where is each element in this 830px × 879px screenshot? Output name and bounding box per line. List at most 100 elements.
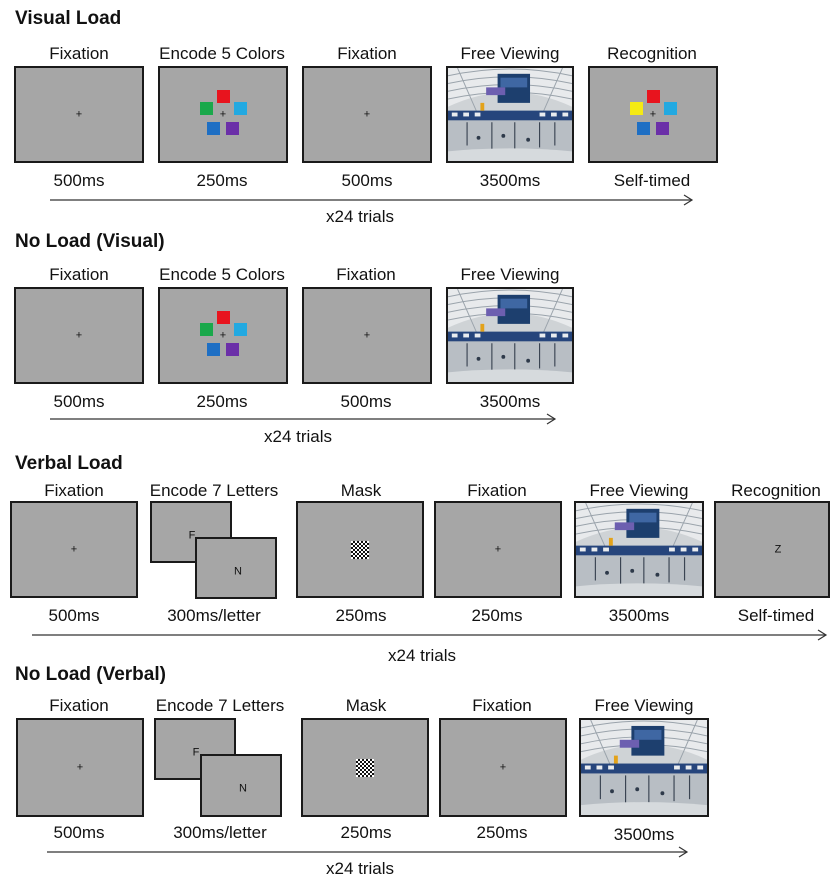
duration-label: 500ms bbox=[340, 392, 392, 411]
letter-stimulus: N bbox=[234, 565, 242, 578]
duration-label: Self-timed bbox=[737, 606, 815, 625]
fixation-cross-icon: + bbox=[494, 543, 502, 555]
step-label: Mask bbox=[345, 696, 387, 715]
free-viewing-scene bbox=[574, 501, 704, 598]
red-square-icon bbox=[647, 90, 660, 103]
blue-square-icon bbox=[207, 122, 220, 135]
fixation-cross-icon: + bbox=[219, 329, 227, 341]
step-label: Fixation bbox=[49, 696, 109, 715]
step-label: Encode 7 Letters bbox=[155, 696, 285, 715]
purple-square-icon bbox=[226, 343, 239, 356]
duration-label: 500ms bbox=[341, 171, 393, 190]
section-title-no-load-visual: No Load (Visual) bbox=[15, 231, 165, 252]
duration-label: 250ms bbox=[476, 823, 528, 842]
step-label: Free Viewing bbox=[460, 44, 560, 63]
timeline-arrow-icon bbox=[47, 846, 689, 858]
green-square-icon bbox=[200, 102, 213, 115]
trials-label: x24 trials bbox=[325, 207, 395, 226]
fixation-cross-icon: + bbox=[75, 108, 83, 120]
step-label: Encode 5 Colors bbox=[159, 44, 285, 63]
fixation-cross-icon: + bbox=[499, 761, 507, 773]
step-label: Recognition bbox=[731, 481, 821, 500]
cyan-square-icon bbox=[664, 102, 677, 115]
duration-label: 500ms bbox=[53, 392, 105, 411]
section-title-verbal-load: Verbal Load bbox=[15, 453, 123, 474]
timeline-arrow-icon bbox=[32, 629, 828, 641]
trials-label: x24 trials bbox=[263, 427, 333, 446]
step-label: Fixation bbox=[44, 481, 104, 500]
airport-scene-photo-icon bbox=[576, 503, 702, 596]
fixation-cross-icon: + bbox=[70, 543, 78, 555]
step-label: Fixation bbox=[49, 265, 109, 284]
duration-label: 3500ms bbox=[479, 392, 541, 411]
recognition-screen: Z bbox=[714, 501, 830, 598]
step-label: Fixation bbox=[49, 44, 109, 63]
blue-square-icon bbox=[207, 343, 220, 356]
step-label: Encode 5 Colors bbox=[159, 265, 285, 284]
mask-screen bbox=[301, 718, 429, 817]
step-label: Free Viewing bbox=[589, 481, 689, 500]
yellow-square-icon bbox=[630, 102, 643, 115]
encode-letter-screen-front: N bbox=[195, 537, 277, 599]
mask-screen bbox=[296, 501, 424, 598]
duration-label: 3500ms bbox=[608, 606, 670, 625]
duration-label: 3500ms bbox=[613, 825, 675, 844]
trials-label: x24 trials bbox=[387, 646, 457, 665]
letter-stimulus: F bbox=[192, 746, 200, 759]
step-label: Encode 7 Letters bbox=[149, 481, 279, 500]
duration-label: 500ms bbox=[48, 606, 100, 625]
timeline-arrow-icon bbox=[50, 413, 558, 425]
step-label: Fixation bbox=[337, 44, 397, 63]
trials-label: x24 trials bbox=[325, 859, 395, 878]
timeline-arrow-icon bbox=[50, 194, 695, 206]
duration-label: 500ms bbox=[53, 171, 105, 190]
cyan-square-icon bbox=[234, 102, 247, 115]
letter-stimulus: Z bbox=[774, 543, 782, 555]
encode-colors-screen: + bbox=[158, 287, 288, 384]
airport-scene-photo-icon bbox=[448, 68, 572, 161]
section-title-visual-load: Visual Load bbox=[15, 8, 122, 29]
checkerboard-mask-icon bbox=[351, 540, 369, 559]
step-label: Free Viewing bbox=[594, 696, 694, 715]
duration-label: 3500ms bbox=[479, 171, 541, 190]
duration-label: 250ms bbox=[335, 606, 387, 625]
recognition-screen: + bbox=[588, 66, 718, 163]
checkerboard-mask-icon bbox=[356, 758, 374, 777]
letter-stimulus: F bbox=[188, 529, 196, 542]
free-viewing-scene bbox=[446, 66, 574, 163]
duration-label: Self-timed bbox=[613, 171, 691, 190]
fixation-screen: + bbox=[10, 501, 138, 598]
step-label: Recognition bbox=[607, 44, 697, 63]
fixation-screen: + bbox=[302, 287, 432, 384]
red-square-icon bbox=[217, 90, 230, 103]
fixation-cross-icon: + bbox=[363, 108, 371, 120]
duration-label: 250ms bbox=[471, 606, 523, 625]
duration-label: 300ms/letter bbox=[173, 823, 267, 842]
letter-stimulus: N bbox=[239, 782, 247, 795]
fixation-screen: + bbox=[16, 718, 144, 817]
section-title-no-load-verbal: No Load (Verbal) bbox=[15, 664, 166, 685]
duration-label: 250ms bbox=[196, 171, 248, 190]
fixation-cross-icon: + bbox=[75, 329, 83, 341]
duration-label: 250ms bbox=[196, 392, 248, 411]
fixation-screen: + bbox=[439, 718, 567, 817]
step-label: Fixation bbox=[472, 696, 532, 715]
free-viewing-scene bbox=[446, 287, 574, 384]
step-label: Free Viewing bbox=[460, 265, 560, 284]
free-viewing-scene bbox=[579, 718, 709, 817]
fixation-cross-icon: + bbox=[363, 329, 371, 341]
fixation-cross-icon: + bbox=[76, 761, 84, 773]
airport-scene-photo-icon bbox=[581, 720, 707, 815]
fixation-cross-icon: + bbox=[649, 108, 657, 120]
airport-scene-photo-icon bbox=[448, 289, 572, 382]
fixation-screen: + bbox=[434, 501, 562, 598]
blue-square-icon bbox=[637, 122, 650, 135]
fixation-screen: + bbox=[14, 287, 144, 384]
purple-square-icon bbox=[226, 122, 239, 135]
step-label: Fixation bbox=[467, 481, 527, 500]
step-label: Fixation bbox=[336, 265, 396, 284]
cyan-square-icon bbox=[234, 323, 247, 336]
fixation-screen: + bbox=[14, 66, 144, 163]
fixation-screen: + bbox=[302, 66, 432, 163]
purple-square-icon bbox=[656, 122, 669, 135]
